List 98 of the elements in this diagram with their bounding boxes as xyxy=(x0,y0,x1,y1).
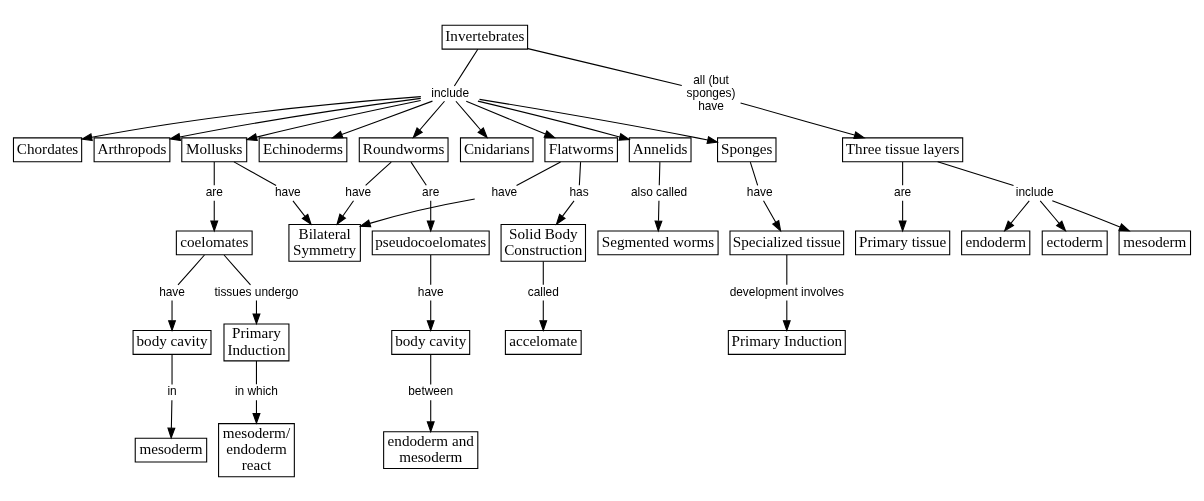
node-box: Roundworms xyxy=(358,136,449,162)
arrow xyxy=(292,199,312,225)
connector xyxy=(453,48,479,86)
arrow xyxy=(167,299,177,332)
node-box: Primary tissue xyxy=(855,229,951,255)
arrow xyxy=(210,199,219,232)
node-text: have xyxy=(417,284,444,299)
node-box: ectoderm xyxy=(1041,229,1108,255)
arrow xyxy=(1051,199,1131,231)
arrow xyxy=(331,100,433,138)
arrow xyxy=(167,399,176,440)
arrow xyxy=(654,199,663,232)
node-text: development involves xyxy=(729,284,844,299)
node-text: are xyxy=(894,184,912,199)
node-box: Primary Induction xyxy=(223,323,290,361)
connector xyxy=(255,359,257,385)
node-text: between xyxy=(408,383,454,398)
node-box: mesoderm xyxy=(1118,229,1192,255)
connector xyxy=(430,353,432,385)
node-text: are xyxy=(205,184,223,199)
connector xyxy=(365,161,392,186)
connector xyxy=(749,161,759,186)
node-box: Bilateral Symmetry xyxy=(288,223,361,262)
connector xyxy=(542,260,544,285)
node-box: Specialized tissue xyxy=(729,229,845,255)
node-box: mesoderm/ endoderm react xyxy=(218,422,295,477)
node-box: Arthropods xyxy=(93,136,171,162)
node-box: endoderm xyxy=(961,229,1031,255)
connector xyxy=(177,254,205,285)
node-box: accelomate xyxy=(504,329,582,355)
arrow xyxy=(426,399,435,433)
node-text: have xyxy=(491,184,518,199)
connector xyxy=(233,160,277,186)
node-text: have xyxy=(345,184,372,199)
node-text: have xyxy=(274,184,301,199)
node-box: mesoderm xyxy=(134,437,208,463)
connector xyxy=(430,254,432,285)
arrow xyxy=(168,97,422,141)
node-text: called xyxy=(527,284,559,299)
arrow xyxy=(426,299,435,332)
node-box: Mollusks xyxy=(181,136,248,162)
arrow xyxy=(358,198,476,227)
arrow xyxy=(426,199,435,232)
arrow xyxy=(740,101,866,139)
connector xyxy=(516,160,562,186)
connector xyxy=(527,47,683,86)
node-text: have xyxy=(159,284,185,299)
node-text: include xyxy=(1015,184,1054,199)
arrow xyxy=(1003,199,1030,232)
node-box: body cavity xyxy=(391,329,471,355)
node-box: Cnidarians xyxy=(459,136,534,162)
arrow xyxy=(478,98,719,144)
node-box: Annelids xyxy=(628,136,692,162)
node-box: Chordates xyxy=(12,136,83,162)
node-text: all (but sponges) have xyxy=(686,72,736,113)
arrow xyxy=(245,99,422,141)
node-text: also called xyxy=(631,184,688,199)
node-text: in xyxy=(167,383,177,398)
node-box: coelomates xyxy=(175,229,253,255)
arrow xyxy=(898,199,907,232)
node-box: Three tissue layers xyxy=(842,136,964,162)
connector xyxy=(223,254,252,285)
connector xyxy=(213,161,215,186)
arrow xyxy=(782,299,791,332)
node-box: pseudocoelomates xyxy=(371,229,490,255)
arrow xyxy=(555,199,575,225)
connector xyxy=(658,161,661,186)
node-box: Sponges xyxy=(717,136,777,162)
arrow xyxy=(412,100,446,139)
node-text: has xyxy=(569,184,589,199)
arrow xyxy=(1039,199,1067,232)
node-box: Solid Body Construction xyxy=(500,223,587,262)
connector xyxy=(786,254,788,285)
node-text: tissues undergo xyxy=(214,284,299,299)
node-text: have xyxy=(746,184,773,199)
node-box: Flatworms xyxy=(544,136,618,162)
node-text: are xyxy=(422,184,440,199)
arrow xyxy=(80,95,422,141)
connector xyxy=(410,161,427,186)
arrow xyxy=(763,199,782,232)
arrow xyxy=(465,100,557,138)
node-box: Segmented worms xyxy=(597,229,719,255)
node-box: Invertebrates xyxy=(441,24,529,50)
node-box: Primary Induction xyxy=(727,329,846,355)
arrow xyxy=(455,100,489,139)
arrow xyxy=(336,199,355,225)
arrow xyxy=(477,100,631,141)
node-box: body cavity xyxy=(132,329,212,355)
node-box: endoderm and mesoderm xyxy=(383,430,479,469)
arrow xyxy=(539,299,548,332)
connector xyxy=(937,160,1015,186)
connector xyxy=(171,353,173,385)
node-text: include xyxy=(431,85,470,100)
arrow xyxy=(252,399,261,425)
node-text: in which xyxy=(234,383,278,398)
connector xyxy=(578,161,582,186)
connector xyxy=(902,161,904,186)
node-box: Echinoderms xyxy=(258,136,348,162)
